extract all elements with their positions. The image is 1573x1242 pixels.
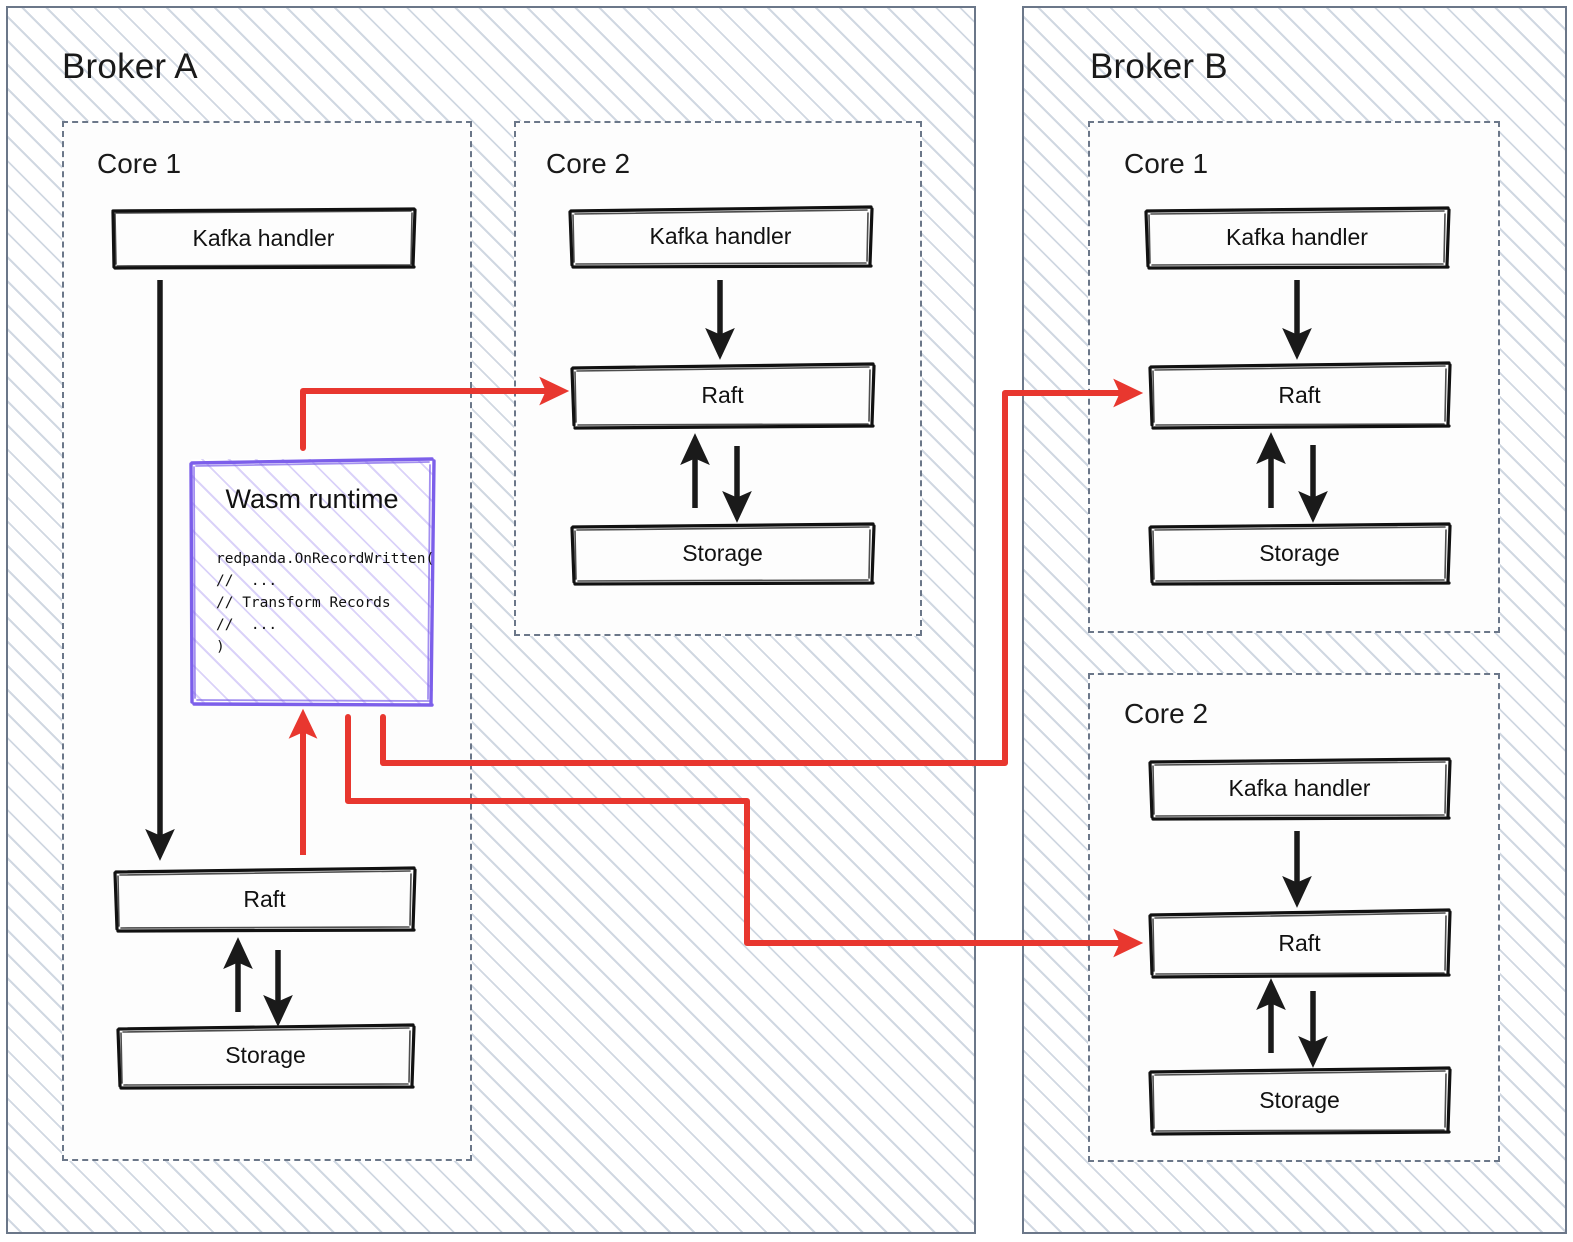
b1-raft-box[interactable]: Raft [1148,361,1452,430]
broker-b-core-1-title: Core 1 [1124,148,1209,179]
b1-kafka-handler-box[interactable]: Kafka handler [1144,205,1451,270]
a1-wasm-runtime-code: redpanda.OnRecordWritten( // ... // Tran… [216,551,435,656]
broker-a-core-1-title: Core 1 [97,148,182,179]
b1-storage-box[interactable]: Storage [1148,521,1452,586]
a2-raft-box[interactable]: Raft [570,362,876,430]
a1-wasm-runtime-label: Wasm runtime [225,484,399,514]
a1-kafka-handler-label: Kafka handler [192,224,335,251]
b2-raft-label: Raft [1278,929,1321,956]
broker-b-core-2-title: Core 2 [1124,698,1209,729]
b2-kafka-handler-label: Kafka handler [1228,774,1371,801]
b1-kafka-handler-label: Kafka handler [1226,223,1368,250]
a1-raft-box[interactable]: Raft [113,866,417,933]
b2-storage-label: Storage [1259,1086,1340,1113]
a1-storage-box[interactable]: Storage [116,1022,416,1090]
a1-kafka-handler-box[interactable]: Kafka handler [111,207,417,270]
a1-storage-label: Storage [225,1042,306,1068]
a1-wasm-runtime-box[interactable]: Wasm runtime redpanda.OnRecordWritten( /… [188,456,436,707]
a2-storage-box[interactable]: Storage [570,521,876,586]
a2-raft-label: Raft [701,382,744,408]
a2-storage-label: Storage [682,539,763,566]
a1-raft-label: Raft [243,885,286,912]
b2-storage-box[interactable]: Storage [1148,1065,1452,1136]
broker-b-title: Broker B [1090,47,1228,86]
b2-raft-box[interactable]: Raft [1148,908,1452,979]
broker-a-core-2-title: Core 2 [546,148,631,179]
broker-a-title: Broker A [62,47,198,86]
b1-storage-label: Storage [1259,539,1340,566]
a2-kafka-handler-box[interactable]: Kafka handler [568,204,874,269]
b1-raft-label: Raft [1278,381,1321,408]
a2-kafka-handler-label: Kafka handler [649,222,792,249]
b2-kafka-handler-box[interactable]: Kafka handler [1148,756,1452,821]
